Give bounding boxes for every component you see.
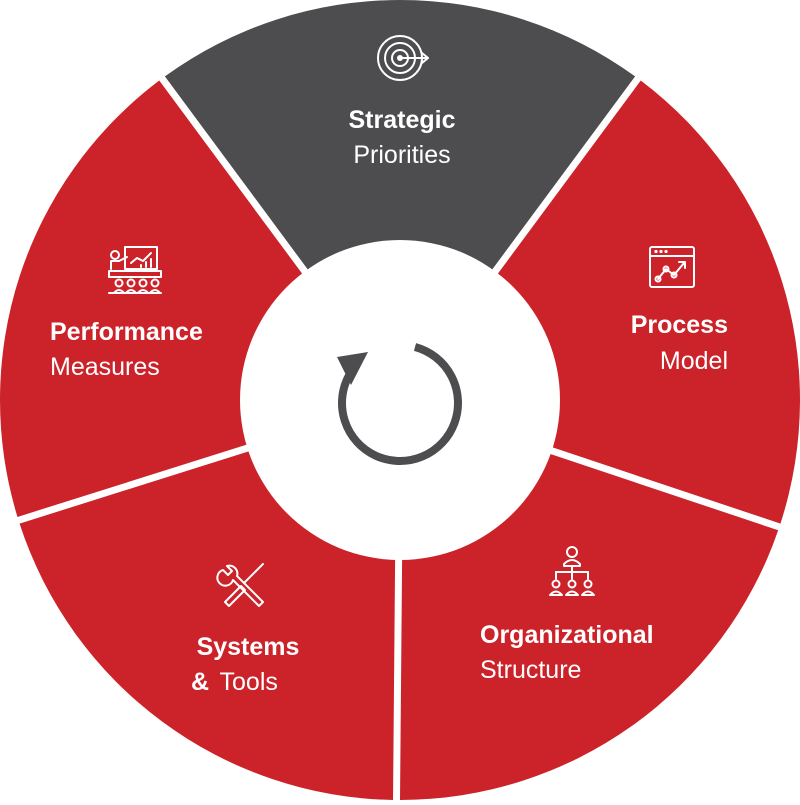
segment-strategic-priorities xyxy=(164,0,636,278)
process-subtitle: Model xyxy=(660,347,728,375)
center-circle xyxy=(240,240,560,560)
chart-window-icon xyxy=(649,246,695,288)
segment-process-model xyxy=(492,80,800,524)
strategic-subtitle: Priorities xyxy=(353,141,450,169)
systems-title: Systems xyxy=(197,633,300,661)
process-title: Process xyxy=(631,311,728,339)
organizational-title: Organizational xyxy=(480,621,654,649)
tools-icon xyxy=(216,563,264,607)
strategic-title: Strategic xyxy=(349,106,456,134)
target-icon xyxy=(377,35,429,81)
segment-organizational-structure xyxy=(400,450,779,800)
systems-subtitle: & Tools xyxy=(191,668,278,696)
performance-title: Performance xyxy=(50,318,203,346)
organizational-subtitle: Structure xyxy=(480,656,581,684)
segment-performance-measures xyxy=(0,80,308,517)
systems-ampersand: & xyxy=(191,668,209,696)
systems-tools-label: Tools xyxy=(220,668,278,696)
segment-systems-tools xyxy=(19,448,396,800)
org-chart-icon xyxy=(549,546,595,596)
presentation-icon xyxy=(108,246,162,294)
performance-subtitle: Measures xyxy=(50,353,160,381)
cycle-arrow-icon xyxy=(337,343,462,465)
